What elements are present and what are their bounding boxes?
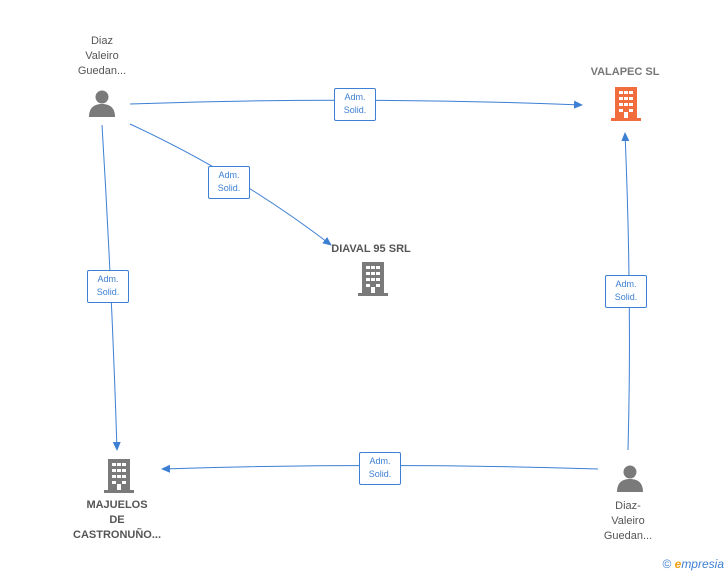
company-valapec-label: VALAPEC SL <box>590 66 660 78</box>
edge-label-br-to-valapec[interactable]: Adm. Solid. <box>605 275 647 308</box>
person-top-left-label: Diaz Valeiro Guedan... <box>60 34 144 79</box>
edge-label-line: Solid. <box>343 105 367 115</box>
company-diaval-label: DIAVAL 95 SRL <box>331 243 411 255</box>
edge-label-tl-to-valapec[interactable]: Adm. Solid. <box>334 88 376 121</box>
label-line: Diaz <box>90 35 113 47</box>
edge-label-tl-to-majuelos[interactable]: Adm. Solid. <box>87 270 129 303</box>
label-line: Valeiro <box>85 50 119 62</box>
brand-logo-text: mpresia <box>681 557 724 571</box>
label-line: Valeiro <box>611 515 645 527</box>
edge-label-line: Solid. <box>614 292 638 302</box>
label-line: Diaz- <box>615 500 641 512</box>
brand-footer: © empresia <box>662 557 724 571</box>
label-line: MAJUELOS <box>86 499 148 511</box>
person-icon[interactable] <box>87 88 117 118</box>
person-bottom-right-label: Diaz- Valeiro Guedan... <box>586 499 670 544</box>
edge-label-tl-to-diaval[interactable]: Adm. Solid. <box>208 166 250 199</box>
label-line: CASTRONUÑO... <box>73 529 161 541</box>
edge-label-line: Adm. <box>97 274 119 284</box>
edge-label-line: Adm. <box>615 279 637 289</box>
edge-label-line: Solid. <box>96 287 120 297</box>
label-line: DE <box>109 514 125 526</box>
label-line: Guedan... <box>77 65 127 77</box>
brand-logo-initial: e <box>674 557 682 571</box>
edge-label-line: Adm. <box>369 456 391 466</box>
building-icon-highlighted[interactable] <box>609 86 643 122</box>
label-line: Guedan... <box>603 530 653 542</box>
edge-label-line: Adm. <box>218 170 240 180</box>
edge-label-line: Solid. <box>368 469 392 479</box>
edge-label-br-to-majuelos[interactable]: Adm. Solid. <box>359 452 401 485</box>
copyright-symbol: © <box>662 557 672 571</box>
building-icon[interactable] <box>102 458 136 494</box>
edge-label-line: Solid. <box>217 183 241 193</box>
edge-label-line: Adm. <box>344 92 366 102</box>
person-icon[interactable] <box>615 463 645 493</box>
company-majuelos-label: MAJUELOS DE CASTRONUÑO... <box>52 498 182 543</box>
building-icon[interactable] <box>356 261 390 297</box>
